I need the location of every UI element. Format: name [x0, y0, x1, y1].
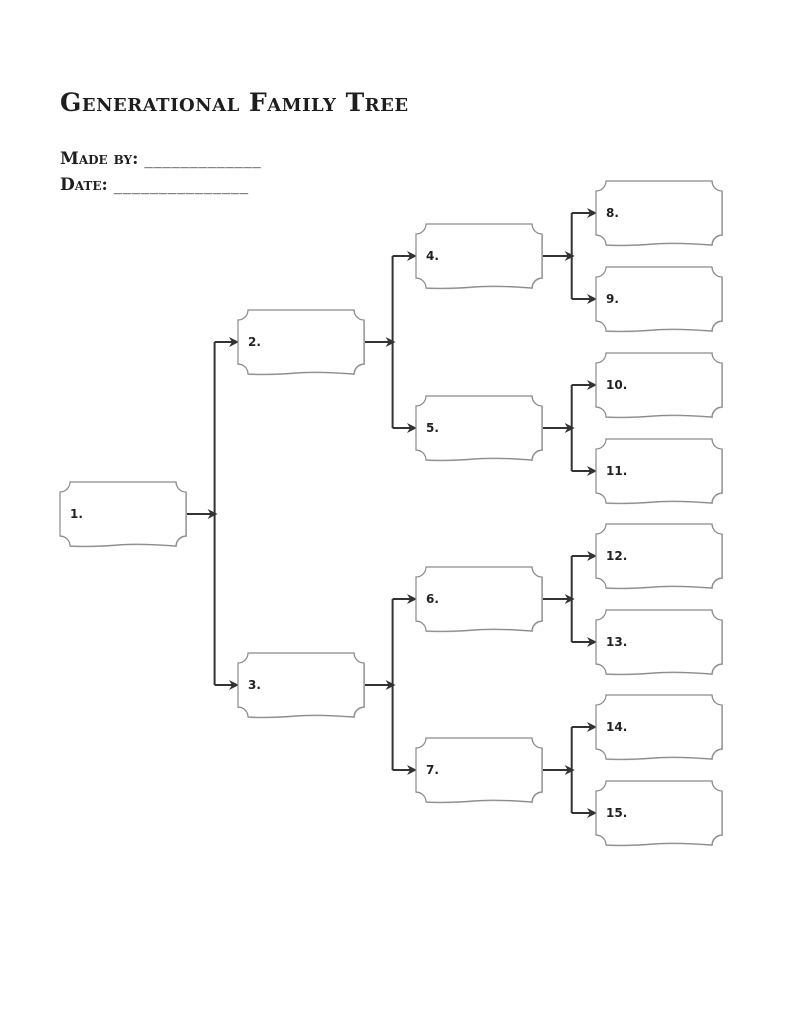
person-number-label: 7.	[426, 763, 439, 777]
person-box-11[interactable]: 11.	[595, 438, 723, 505]
date-line[interactable]: _______________	[113, 175, 249, 195]
made-by-line[interactable]: _____________	[144, 149, 262, 169]
connector-5	[542, 380, 597, 476]
person-box-frame	[59, 481, 187, 547]
person-number-label: 3.	[248, 678, 261, 692]
person-number-label: 4.	[426, 249, 439, 263]
person-number-label: 5.	[426, 421, 439, 435]
person-box-frame	[415, 566, 543, 632]
person-box-frame	[237, 309, 365, 375]
person-number-label: 9.	[606, 292, 619, 306]
person-box-13[interactable]: 13.	[595, 609, 723, 676]
person-box-1[interactable]: 1.	[59, 481, 187, 548]
person-box-3[interactable]: 3.	[237, 652, 365, 719]
person-box-frame	[595, 780, 723, 846]
person-number-label: 14.	[606, 720, 627, 734]
person-box-frame	[595, 180, 723, 246]
person-number-label: 13.	[606, 635, 627, 649]
person-box-frame	[595, 609, 723, 675]
person-number-label: 6.	[426, 592, 439, 606]
person-number-label: 10.	[606, 378, 627, 392]
person-box-5[interactable]: 5.	[415, 395, 543, 462]
made-by-label: Made by:	[60, 149, 139, 169]
made-by-row: Made by:_____________	[60, 148, 261, 170]
person-box-frame	[595, 523, 723, 589]
person-box-9[interactable]: 9.	[595, 266, 723, 333]
person-box-frame	[415, 395, 543, 461]
person-box-frame	[595, 694, 723, 760]
date-row: Date:_______________	[60, 174, 249, 196]
person-box-8[interactable]: 8.	[595, 180, 723, 247]
connector-6	[542, 551, 597, 647]
person-box-frame	[595, 352, 723, 418]
person-number-label: 2.	[248, 335, 261, 349]
date-label: Date:	[60, 175, 108, 195]
connector-4	[542, 208, 597, 304]
person-box-frame	[415, 737, 543, 803]
tree-boxes: 1. 2. 3. 4. 5. 6. 7. 8. 9. 10. 11. 12. 13. 14. 15.	[59, 180, 723, 847]
person-box-15[interactable]: 15.	[595, 780, 723, 847]
person-box-7[interactable]: 7.	[415, 737, 543, 804]
page-title: Generational Family Tree	[60, 88, 409, 117]
connector-7	[542, 722, 597, 818]
person-box-frame	[595, 438, 723, 504]
person-box-14[interactable]: 14.	[595, 694, 723, 761]
person-box-frame	[595, 266, 723, 332]
connector-3	[364, 594, 417, 775]
person-number-label: 8.	[606, 206, 619, 220]
person-box-4[interactable]: 4.	[415, 223, 543, 290]
connector-1	[186, 337, 239, 690]
person-box-frame	[237, 652, 365, 718]
person-number-label: 15.	[606, 806, 627, 820]
person-number-label: 11.	[606, 464, 627, 478]
person-number-label: 1.	[70, 507, 83, 521]
tree-connectors	[186, 208, 597, 818]
person-box-10[interactable]: 10.	[595, 352, 723, 419]
person-box-6[interactable]: 6.	[415, 566, 543, 633]
person-box-12[interactable]: 12.	[595, 523, 723, 590]
person-box-frame	[415, 223, 543, 289]
person-number-label: 12.	[606, 549, 627, 563]
connector-2	[364, 251, 417, 433]
person-box-2[interactable]: 2.	[237, 309, 365, 376]
